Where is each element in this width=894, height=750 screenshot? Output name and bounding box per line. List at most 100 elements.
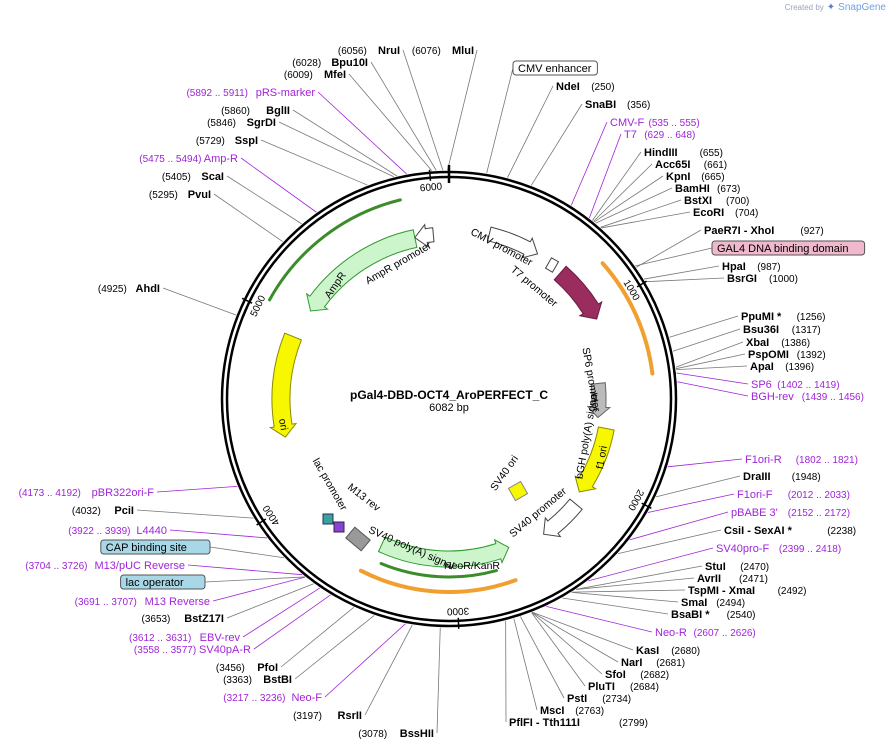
leader-line [635, 247, 713, 267]
enzyme-rsrii[interactable]: RsrII(3197) [293, 710, 362, 722]
enzyme-pflfi-tth111i[interactable]: PflFI - Tth111I(2799) [509, 717, 648, 729]
leader-line [280, 606, 355, 668]
enzyme-nari[interactable]: NarI(2681) [621, 657, 685, 669]
label-box [512, 60, 598, 76]
leader-line [226, 175, 302, 225]
enzyme-mfei[interactable]: MfeI(6009) [284, 69, 346, 81]
enzyme-pfoi[interactable]: PfoI(3456) [216, 662, 278, 674]
leader-line [588, 547, 714, 582]
label-position: (4032) [72, 506, 101, 517]
feature-cmv-enhancer[interactable]: CMV enhancer [512, 60, 598, 76]
label-name: SspI [235, 135, 258, 147]
enzyme-kpni[interactable]: KpnI(665) [666, 171, 725, 183]
primer-pbabe-3[interactable]: pBABE 3'(2152 .. 2172) [731, 507, 850, 519]
enzyme-pvui[interactable]: PvuI(5295) [149, 189, 211, 201]
enzyme-ahdi[interactable]: AhdI(4925) [98, 283, 160, 295]
primer-t7[interactable]: T7(629 .. 648) [624, 129, 695, 141]
enzyme-sspi[interactable]: SspI(5729) [196, 135, 258, 147]
enzyme-bpu10i[interactable]: Bpu10I(6028) [292, 57, 368, 69]
label-position: (2684) [630, 682, 659, 693]
enzyme-bstxi[interactable]: BstXI(700) [684, 195, 749, 207]
enzyme-apai[interactable]: ApaI(1396) [750, 361, 814, 373]
leader-line [593, 163, 653, 222]
label-position: (250) [591, 82, 614, 93]
primer-neo-f[interactable]: Neo-F(3217 .. 3236) [223, 692, 322, 704]
primer-sp6[interactable]: SP6(1402 .. 1419) [751, 379, 840, 391]
leader-line [531, 612, 586, 687]
enzyme-kasi[interactable]: KasI(2680) [636, 645, 700, 657]
label-position: (2682) [640, 670, 669, 681]
enzyme-scai[interactable]: ScaI(5405) [162, 171, 224, 183]
enzyme-hindiii[interactable]: HindIII(655) [644, 147, 723, 159]
label-position: (2799) [619, 718, 648, 729]
enzyme-bamhi[interactable]: BamHI(673) [675, 183, 740, 195]
enzyme-draiii[interactable]: DraIII(1948) [743, 471, 821, 483]
enzyme-psti[interactable]: PstI(2734) [567, 693, 631, 705]
primer-ebv-rev[interactable]: EBV-rev(3612 .. 3631) [129, 632, 240, 644]
enzyme-bstbi[interactable]: BstBI(3363) [223, 674, 292, 686]
enzyme-ppumi[interactable]: PpuMI *(1256) [741, 311, 826, 323]
primer-l4440[interactable]: L4440(3922 .. 3939) [68, 525, 167, 537]
leader-line [212, 576, 306, 602]
enzyme-bsu36i[interactable]: Bsu36I(1317) [743, 324, 821, 336]
leader-line [436, 627, 441, 734]
enzyme-pspomi[interactable]: PspOMI(1392) [748, 349, 826, 361]
enzyme-bsshii[interactable]: BssHII(3078) [358, 728, 434, 740]
primer-bgh-rev[interactable]: BGH-rev(1439 .. 1456) [751, 391, 864, 403]
primer-sv40pa-r[interactable]: SV40pA-R(3558 .. 3577) [134, 644, 251, 656]
leader-line [594, 175, 664, 223]
enzyme-mlui[interactable]: MluI(6076) [412, 45, 474, 57]
primer-neo-r[interactable]: Neo-R(2607 .. 2626) [655, 627, 756, 639]
leader-line [253, 594, 331, 650]
leader-line [677, 381, 749, 397]
label-name: pRS-marker [256, 87, 316, 99]
enzyme-ecori[interactable]: EcoRI(704) [693, 207, 758, 219]
primer-cmv-f[interactable]: CMV-F(535 .. 555) [610, 117, 700, 129]
label-name: NarI [621, 657, 642, 669]
primer-f1ori-r[interactable]: F1ori-R(1802 .. 1821) [745, 454, 858, 466]
feature-cap-binding-site[interactable]: CAP binding site [100, 539, 211, 555]
primer-m13-reverse[interactable]: M13 Reverse(3691 .. 3707) [75, 596, 210, 608]
leader-line [294, 615, 375, 680]
primer-sv40pro-f[interactable]: SV40pro-F(2399 .. 2418) [716, 543, 841, 555]
enzyme-bsabi[interactable]: BsaBI *(2540) [671, 609, 756, 621]
label-name: NruI [378, 45, 400, 57]
primer-amp-r[interactable]: Amp-R(5475 .. 5494) [139, 153, 238, 165]
enzyme-stui[interactable]: StuI(2470) [705, 561, 769, 573]
enzyme-acc65i[interactable]: Acc65I(661) [655, 159, 727, 171]
leader-line [204, 576, 305, 583]
leader-line [513, 618, 538, 711]
feature-lac-operator[interactable]: lac operator [120, 574, 206, 590]
enzyme-avrii[interactable]: AvrII(2471) [697, 573, 768, 585]
enzyme-sgrdi[interactable]: SgrDI(5846) [207, 117, 276, 129]
primer-m13-puc-reverse[interactable]: M13/pUC Reverse(3704 .. 3726) [25, 560, 185, 572]
enzyme-xbai[interactable]: XbaI(1386) [746, 337, 810, 349]
enzyme-msci[interactable]: MscI(2763) [540, 705, 604, 717]
label-name: MluI [452, 45, 474, 57]
primer-pbr322ori-f[interactable]: pBR322ori-F(4173 .. 4192) [19, 487, 155, 499]
enzyme-paer7i-xhoi[interactable]: PaeR7I - XhoI(927) [704, 225, 824, 237]
enzyme-bstz17i[interactable]: BstZ17I(3653) [141, 613, 224, 625]
neor-green-arc [379, 562, 498, 579]
label-name: SV40pro-F [716, 543, 769, 555]
leader-line [162, 287, 237, 316]
leader-line [572, 589, 686, 593]
enzyme-snabi[interactable]: SnaBI(356) [585, 99, 650, 111]
feature-gal4-dna-binding-domain[interactable]: GAL4 DNA binding domain [711, 240, 866, 256]
enzyme-pcii[interactable]: PciI(4032) [72, 505, 134, 517]
enzyme-pluti[interactable]: PluTI(2684) [588, 681, 659, 693]
enzyme-ndei[interactable]: NdeI(250) [556, 81, 615, 93]
primer-prs-marker[interactable]: pRS-marker(5892 .. 5911) [186, 87, 315, 99]
enzyme-bsrgi[interactable]: BsrGI(1000) [727, 273, 798, 285]
enzyme-bglii[interactable]: BglII(5860) [221, 105, 290, 117]
label-position: (3197) [293, 711, 322, 722]
enzyme-hpai[interactable]: HpaI(987) [722, 261, 781, 273]
enzyme-sfoi[interactable]: SfoI(2682) [605, 669, 669, 681]
feature-label-lac-promoter: lac promoter [310, 456, 350, 513]
enzyme-tspmi-xmai[interactable]: TspMI - XmaI(2492) [688, 585, 807, 597]
enzyme-smai[interactable]: SmaI(2494) [681, 597, 745, 609]
enzyme-nrui[interactable]: NruI(6056) [338, 45, 400, 57]
primer-f1ori-f[interactable]: F1ori-F(2012 .. 2033) [737, 489, 850, 501]
brand-watermark: Created by ✦ SnapGene [785, 2, 886, 13]
enzyme-csii-sexai[interactable]: CsiI - SexAI *(2238) [724, 525, 856, 537]
